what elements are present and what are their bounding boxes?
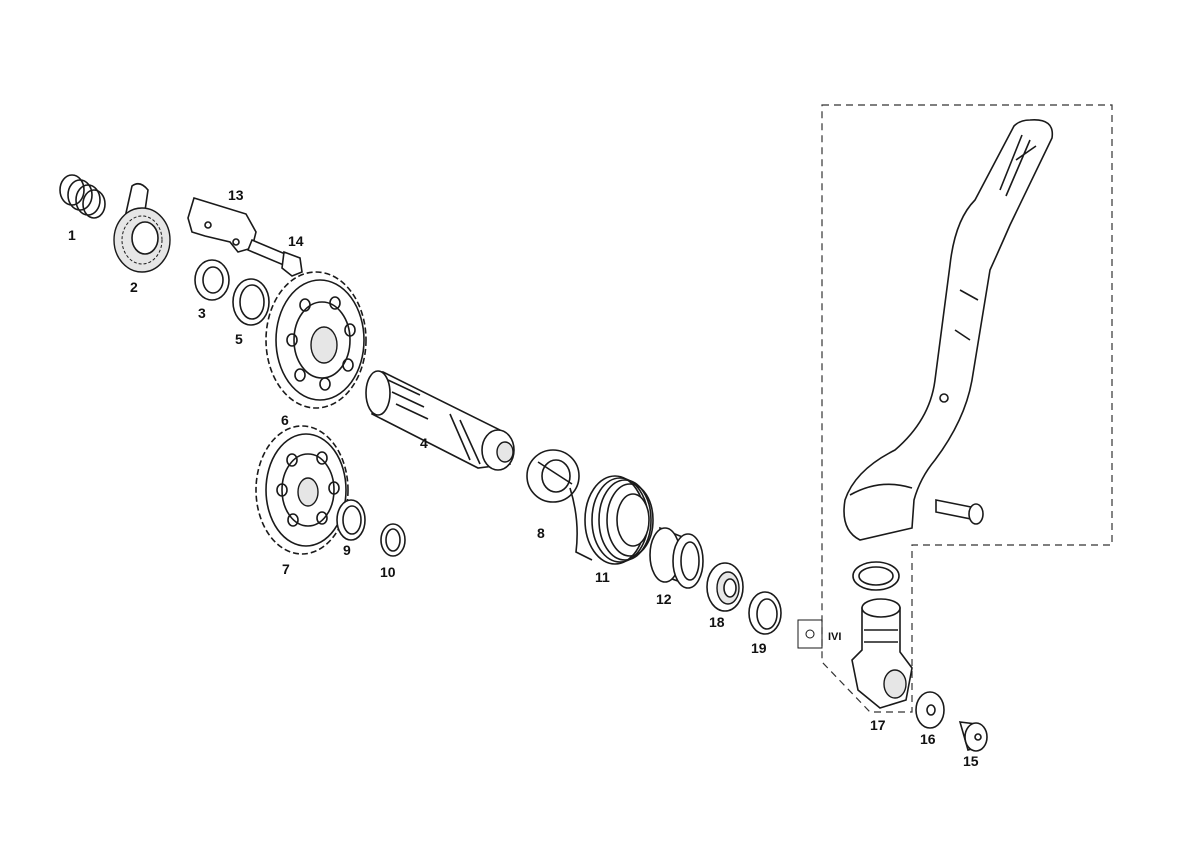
callout-19: 19: [751, 640, 767, 656]
callout-2: 2: [130, 279, 138, 295]
callout-15: 15: [963, 753, 979, 769]
part-kickstarter-shaft: [365, 370, 515, 471]
callout-4: 4: [420, 435, 428, 451]
callout-8: 8: [537, 525, 545, 541]
callout-6: 6: [281, 412, 289, 428]
callout-11: 11: [595, 569, 610, 585]
part-circlip-3: [194, 259, 230, 301]
callout-labels: 1 2 3 4 5 6 7 8 9 10 11 12 13 14 15 16 1…: [68, 187, 979, 769]
callout-18: 18: [709, 614, 725, 630]
callout-7: 7: [282, 561, 290, 577]
callout-13: 13: [228, 187, 244, 203]
callout-5: 5: [235, 331, 243, 347]
part-lever-bolt: [935, 499, 984, 525]
part-o-ring: [852, 561, 900, 591]
callout-12: 12: [656, 591, 672, 607]
part-washer-5: [232, 278, 270, 326]
callout-10: 10: [380, 564, 396, 580]
part-gear-7: [255, 425, 349, 555]
connector-label: IVI: [828, 631, 841, 643]
part-spring-guide-8: [526, 449, 580, 503]
callout-3: 3: [198, 305, 206, 321]
part-washer-16: [915, 691, 945, 729]
part-screw-15: [958, 721, 988, 752]
part-washer-9: [336, 499, 366, 541]
part-kickstarter-gear-6: [265, 271, 367, 409]
part-bushing-12: [649, 526, 704, 589]
callout-16: 16: [920, 731, 936, 747]
part-ratchet-gear: [113, 182, 171, 273]
part-washer-19: [748, 591, 782, 635]
callout-1: 1: [68, 227, 76, 243]
part-kick-lever-arm: [843, 119, 1054, 541]
callout-9: 9: [343, 542, 351, 558]
part-bolt-14: [246, 238, 303, 277]
callout-17: 17: [870, 717, 886, 733]
part-kick-lever-hub-17: [851, 598, 913, 709]
connector-tag: IVI: [797, 619, 841, 649]
part-seal-ring-18: [706, 562, 744, 612]
kick-lever-group-boundary: [821, 104, 1113, 713]
callout-14: 14: [288, 233, 304, 249]
part-guide-plate: [187, 196, 257, 253]
part-kickstarter-spring-11: [569, 475, 654, 565]
part-circlip-10: [380, 523, 406, 557]
part-spring: [59, 174, 106, 219]
